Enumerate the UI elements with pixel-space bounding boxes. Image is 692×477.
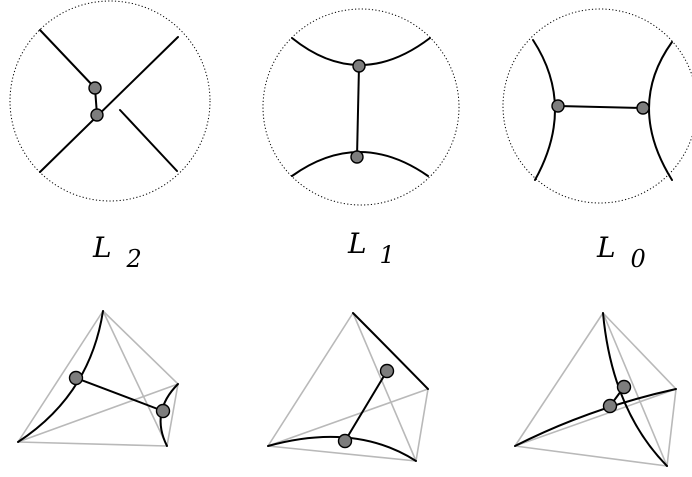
disk-boundary-l0 <box>502 8 692 204</box>
label-l2-main: L <box>92 231 112 264</box>
arc-l0-left <box>532 39 556 181</box>
arc-l0-right <box>648 41 673 181</box>
label-l0-main: L <box>596 231 616 264</box>
vertex-l1-tetra-bottom <box>337 433 353 449</box>
curve-l0-b <box>514 388 677 447</box>
label-l1-sub: 1 <box>380 241 395 269</box>
tetra-edge-l0-2 <box>602 312 677 390</box>
tetrahedron-l0 <box>514 312 677 467</box>
disk-diagram-l1 <box>262 8 460 206</box>
label-l0-sub: 0 <box>631 245 646 273</box>
vertex-l0-tetra-upper <box>616 379 632 395</box>
tetra-edge-l1-6 <box>415 388 429 462</box>
curve-l0-a <box>602 312 668 467</box>
tetra-edge-l2-2 <box>102 310 179 385</box>
edge-l1-vertical <box>356 65 360 158</box>
strand-l2-lower-right <box>119 109 178 172</box>
tetra-edge-l2-3 <box>102 310 168 447</box>
vertex-l0-left <box>551 99 565 113</box>
tetra-edge-l2-6 <box>166 383 179 447</box>
label-l0: L 0 <box>596 231 646 273</box>
disk-diagram-l0 <box>502 8 692 204</box>
disk-diagram-l2 <box>9 0 211 202</box>
tetra-edge-l0-5 <box>514 388 677 447</box>
label-l1-main: L <box>347 227 367 260</box>
label-l2-sub: 2 <box>126 245 142 273</box>
tetra-edge-l2-4 <box>17 441 168 447</box>
vertex-l1-tetra-top <box>379 363 395 379</box>
vertex-l2-lower <box>90 108 104 122</box>
curve-l1-top <box>352 312 429 390</box>
label-l1: L 1 <box>347 227 395 269</box>
disk-boundary-l1 <box>262 8 460 206</box>
edge-l1-connect <box>344 370 388 442</box>
vertex-l2-upper <box>88 81 102 95</box>
tetra-edge-l0-6 <box>666 388 677 467</box>
disk-boundary-l2 <box>9 0 211 202</box>
tetra-edge-l1-4 <box>267 445 417 462</box>
strand-l2-long <box>39 36 179 173</box>
vertex-l0-tetra-lower <box>602 398 618 414</box>
strand-l2-upper-left <box>39 29 96 89</box>
vertex-l2-tetra-right <box>155 403 171 419</box>
tetra-edge-l1-1 <box>267 312 354 447</box>
edge-l2-connect <box>75 377 164 412</box>
tetra-edge-l2-1 <box>17 310 104 443</box>
curve-l2-left <box>17 310 104 443</box>
vertex-l0-right <box>636 101 650 115</box>
tetra-edge-l1-3 <box>352 312 417 462</box>
vertex-l1-bottom <box>350 150 364 164</box>
tetra-edge-l0-4 <box>514 445 668 467</box>
tetrahedron-l1 <box>267 312 429 462</box>
vertex-l1-top <box>352 59 366 73</box>
tetra-edge-l2-5 <box>17 383 179 443</box>
tetra-edge-l0-3 <box>602 312 668 467</box>
tetrahedron-l2 <box>17 310 179 447</box>
label-l2: L 2 <box>92 231 142 273</box>
vertex-l2-tetra-left <box>68 370 84 386</box>
tetra-edge-l0-1 <box>514 312 604 447</box>
edge-l0-horizontal <box>557 105 644 109</box>
tetra-edge-l1-5 <box>267 388 429 447</box>
